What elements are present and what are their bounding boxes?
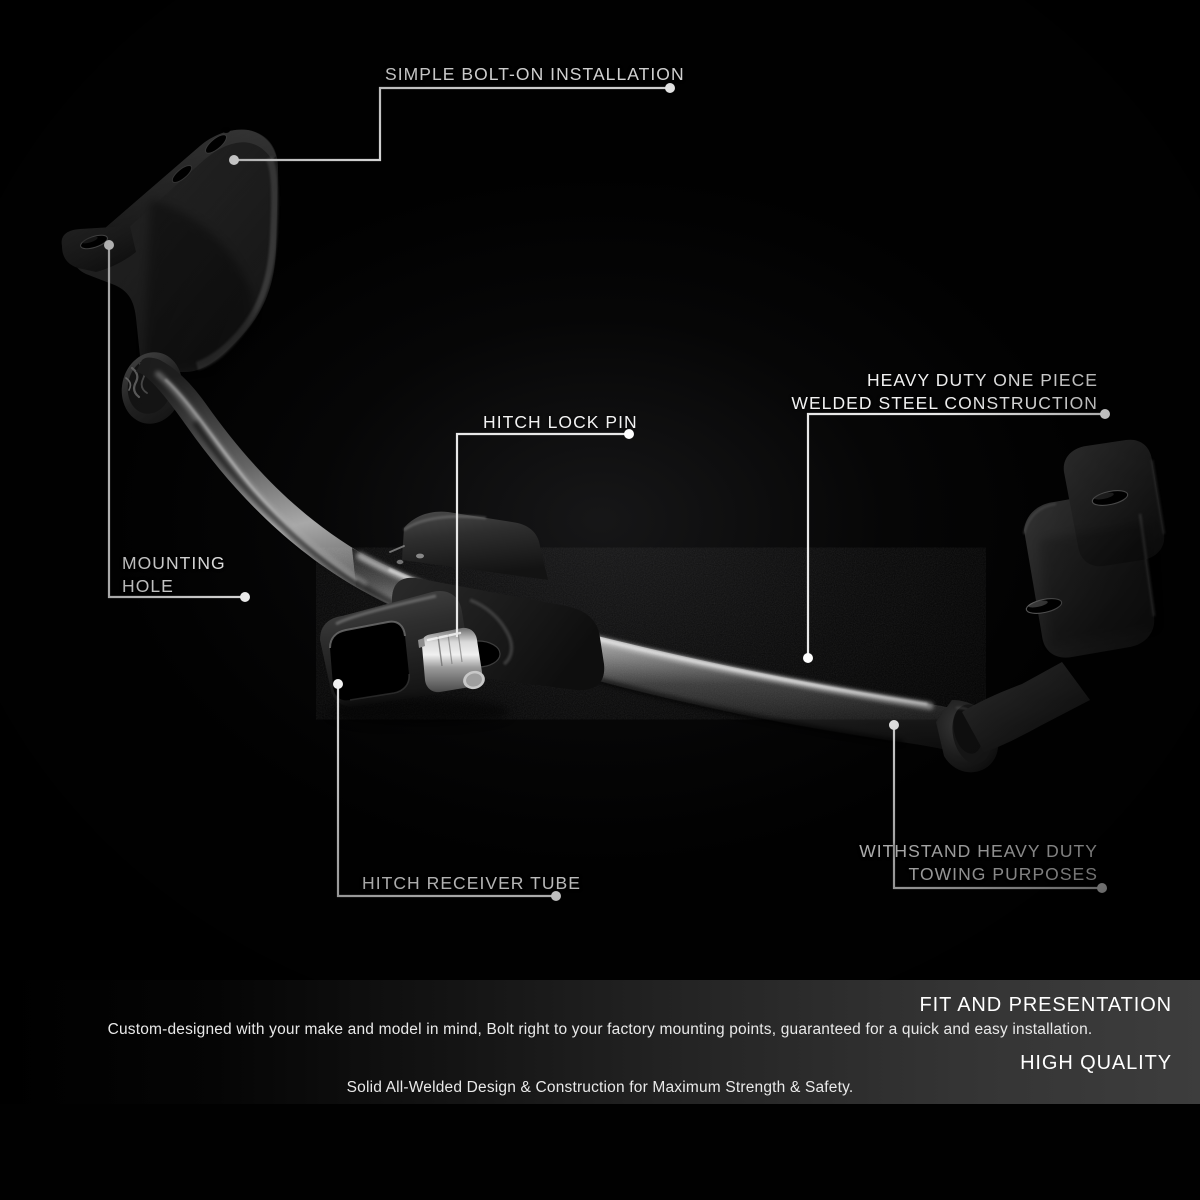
vignette-overlay — [0, 0, 1200, 980]
weld-collar-left — [121, 352, 183, 424]
leader-hitch-lock-pin — [455, 432, 628, 637]
leader-welded-steel — [806, 412, 1104, 656]
callout-label-withstand-heavy-duty-towing: WITHSTAND HEAVY DUTY TOWING PURPOSES — [859, 841, 1098, 885]
background-glow — [120, 180, 1080, 860]
right-mounting-bracket — [962, 439, 1166, 752]
banner-body-high-quality: Solid All-Welded Design & Construction f… — [346, 1079, 854, 1096]
bracket-slot-upper — [205, 134, 227, 154]
receiver-tube-opening — [329, 620, 410, 701]
bracket-hole-small — [221, 127, 231, 133]
banner-heading-high-quality: HIGH QUALITY — [1020, 1052, 1172, 1074]
leader-receiver-tube — [336, 684, 554, 898]
callout-label-welded-steel-construction: HEAVY DUTY ONE PIECE WELDED STEEL CONSTR… — [791, 370, 1098, 414]
hitch-receiver-assembly — [320, 511, 605, 726]
callout-label-simple-bolt-on-installation: SIMPLE BOLT-ON INSTALLATION — [385, 64, 685, 84]
leader-endpoint-dots — [104, 83, 1110, 901]
callout-label-mounting-hole: MOUNTING HOLE — [122, 553, 226, 597]
mounting-hole-slot — [80, 234, 108, 250]
bracket-slot-middle — [171, 165, 193, 183]
callout-label-hitch-lock-pin: HITCH LOCK PIN — [483, 412, 638, 432]
right-bracket-slot-lower — [1025, 598, 1063, 614]
leader-mounting-hole — [107, 245, 243, 599]
callout-label-hitch-receiver-tube: HITCH RECEIVER TUBE — [362, 873, 581, 893]
bottom-banner-background — [0, 980, 1200, 1104]
banner-heading-fit-and-presentation: FIT AND PRESENTATION — [919, 994, 1172, 1016]
gusset-fasteners — [389, 545, 424, 565]
bottom-banner: FIT AND PRESENTATION Custom-designed wit… — [0, 980, 1200, 1104]
banner-body-fit-and-presentation: Custom-designed with your make and model… — [107, 1021, 1093, 1038]
left-mounting-bracket — [61, 127, 279, 372]
right-bracket-slot-upper — [1091, 490, 1129, 506]
hitch-lock-pin — [418, 627, 485, 693]
right-tube-end — [936, 700, 999, 773]
leader-simple-bolt-on — [236, 86, 670, 162]
flange-round-hole — [455, 640, 501, 668]
